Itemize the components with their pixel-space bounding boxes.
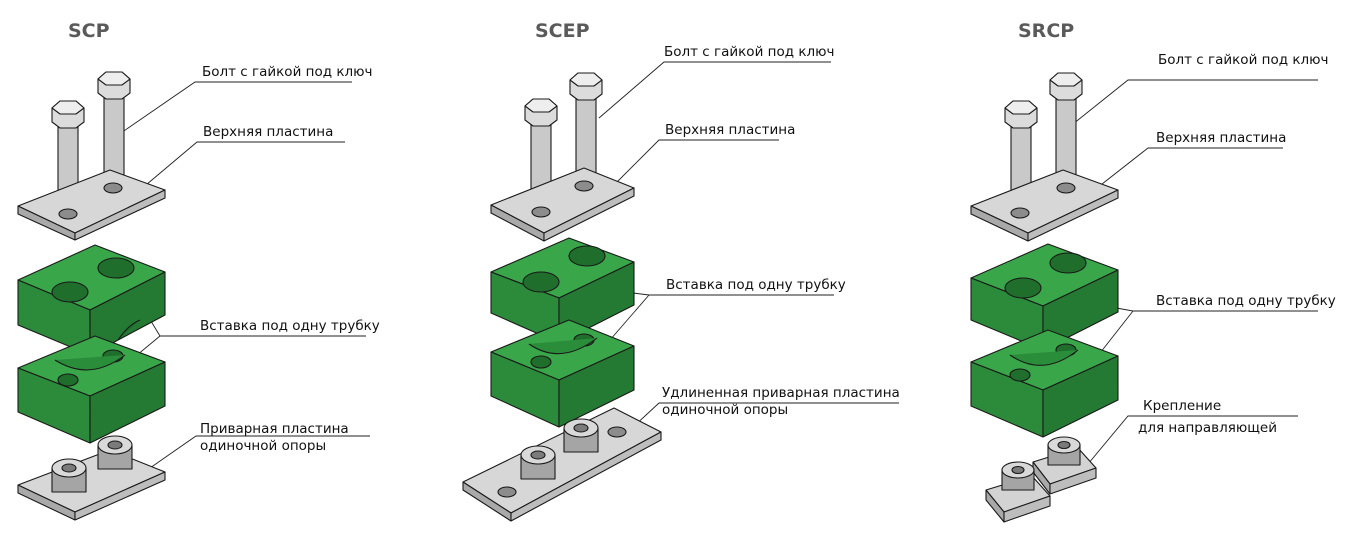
weld-plate [17, 435, 166, 521]
label-bottom-2: одиночной опоры [662, 402, 789, 418]
leader-line-bolt [117, 81, 352, 136]
label-mount-2: для направляющей [1138, 420, 1278, 436]
label-top-plate: Верхняя пластина [203, 124, 334, 140]
panel-title: SCP [68, 20, 110, 42]
bolt-left [51, 100, 85, 211]
leader-line-top-plate [139, 141, 345, 191]
label-insert: Вставка под одну трубку [1156, 293, 1336, 309]
label-bolt: Болт с гайкой под ключ [664, 44, 835, 60]
bolt-left [524, 98, 558, 199]
panel-title: SRCP [1018, 20, 1075, 42]
panel-scep: SCEP [449, 0, 900, 553]
srcp-exploded-drawing [970, 72, 1318, 523]
scp-exploded-drawing [17, 71, 370, 521]
top-plate [17, 169, 166, 241]
leader-line-top-plate [1087, 147, 1283, 196]
weld-plate-long [462, 407, 662, 522]
label-bolt: Болт с гайкой под ключ [202, 64, 373, 80]
rail-mount-nuts [985, 436, 1097, 523]
bolt-right [97, 71, 131, 191]
top-plate [970, 169, 1119, 242]
top-plate [490, 167, 635, 242]
label-top-plate: Верхняя пластина [1156, 130, 1287, 146]
lower-insert [17, 335, 166, 444]
bolt-right [569, 72, 603, 181]
bolt-right [1049, 72, 1083, 193]
leader-line-bottom-plate [149, 435, 370, 469]
scep-exploded-drawing [462, 61, 899, 522]
leader-line-bolt [1067, 79, 1318, 129]
panel-srcp: SRCP [898, 0, 1348, 553]
label-bottom-1: Удлиненная приварная пластина [662, 385, 900, 401]
leader-line-top-plate [608, 139, 779, 191]
label-insert: Вставка под одну трубку [200, 318, 380, 334]
upper-insert [490, 237, 635, 344]
lower-insert [490, 319, 635, 428]
upper-insert [970, 243, 1119, 351]
label-insert: Вставка под одну трубку [666, 277, 846, 293]
lower-insert [970, 329, 1119, 438]
label-bottom-2: одиночной опоры [200, 438, 327, 454]
leader-line-bolt [598, 61, 831, 119]
panel-scp: SCP [0, 0, 450, 553]
leader-line-mount [1082, 415, 1298, 471]
label-bottom-1: Приварная пластина [200, 421, 349, 437]
panel-title: SCEP [535, 20, 590, 42]
label-bolt: Болт с гайкой под ключ [1158, 52, 1329, 68]
label-mount-1: Крепление [1143, 398, 1222, 414]
label-top-plate: Верхняя пластина [665, 122, 796, 138]
upper-insert [17, 244, 166, 356]
